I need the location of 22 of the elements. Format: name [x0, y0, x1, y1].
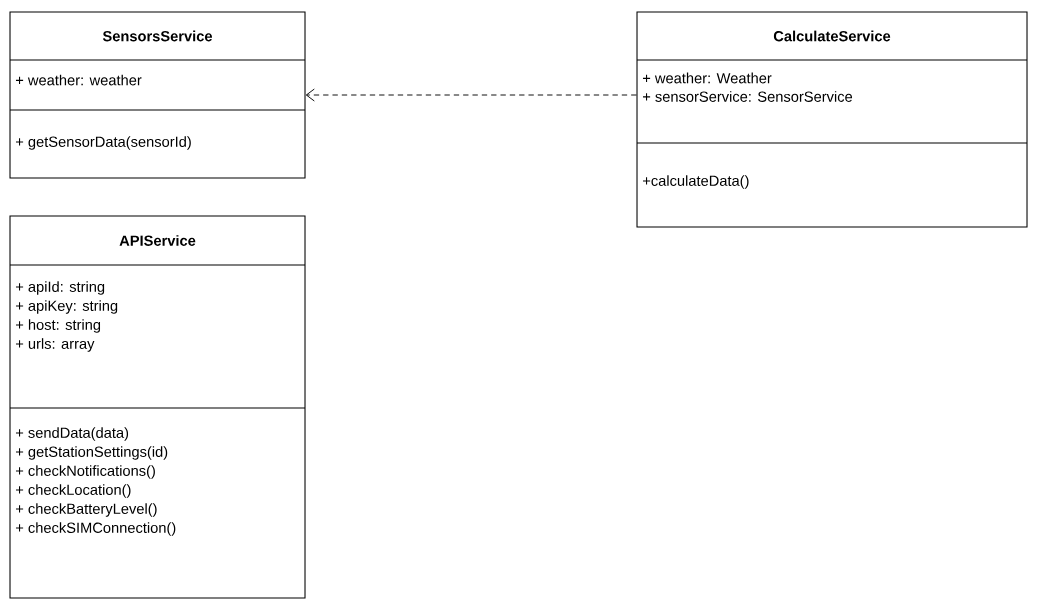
class-name: SensorsService	[102, 30, 213, 42]
method-text: + getSensorData(sensorId)	[16, 136, 191, 150]
method-text: + sendData(data)	[16, 427, 129, 441]
class-box	[9, 215, 306, 599]
class-box	[9, 11, 306, 179]
attribute-text: + urls: array	[16, 338, 95, 352]
class-box	[636, 11, 1028, 228]
attribute-text: + apiId: string	[16, 281, 105, 295]
method-text: + checkLocation()	[16, 484, 131, 498]
method-text: +calculateData()	[643, 175, 749, 189]
class-name: CalculateService	[773, 30, 891, 42]
method-text: + getStationSettings(id)	[16, 446, 168, 460]
method-text: + checkNotifications()	[16, 465, 155, 479]
dependency-arrow	[305, 88, 637, 102]
attribute-text: + weather: weather	[16, 74, 142, 86]
method-text: + checkBatteryLevel()	[16, 503, 157, 517]
attribute-text: + host: string	[16, 319, 101, 333]
class-name: APIService	[119, 235, 196, 246]
attribute-text: + sensorService: SensorService	[643, 91, 853, 102]
attribute-text: + apiKey: string	[16, 300, 118, 314]
method-text: + checkSIMConnection()	[16, 522, 176, 536]
attribute-text: + weather: Weather	[643, 72, 772, 84]
